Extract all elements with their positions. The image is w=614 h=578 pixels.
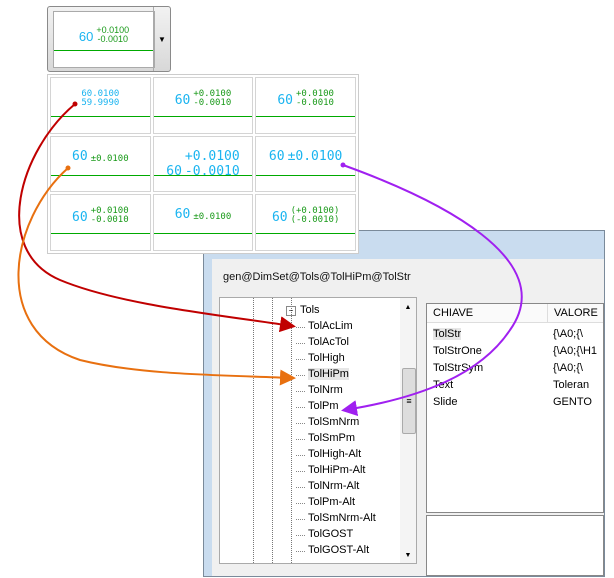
- tree-scrollbar[interactable]: ▲ ≡ ▼: [400, 298, 416, 563]
- base-value: 60: [277, 93, 294, 108]
- base-value: 60: [72, 148, 88, 164]
- base-value: 60: [271, 210, 288, 226]
- tree-node-tols[interactable]: −Tols: [286, 304, 320, 316]
- tolerance-style-option[interactable]: 60(+0.0100)(-0.0010): [255, 194, 356, 251]
- tree-item[interactable]: TolAcTol: [296, 336, 349, 348]
- scroll-thumb[interactable]: ≡: [402, 368, 416, 434]
- tree-item[interactable]: TolSmNrm: [295, 416, 360, 428]
- key-value-list[interactable]: CHIAVE VALORE TolStr {\A0;{\ TolStrOne {\A0;…: [426, 303, 604, 513]
- value-editor[interactable]: [426, 515, 604, 576]
- lower-tolerance: -0.0010: [90, 215, 129, 226]
- upper-tolerance: +0.0100: [184, 148, 240, 164]
- chevron-down-icon[interactable]: ▼: [153, 7, 170, 71]
- preview-lower: -0.0010: [97, 34, 128, 44]
- base-value: 60: [174, 207, 191, 223]
- tree-item[interactable]: TolSmPm: [295, 432, 356, 444]
- tree-item[interactable]: TolGOST: [295, 528, 354, 540]
- upper-tolerance: (+0.0100): [290, 206, 340, 217]
- pm-tolerance: ±0.0100: [287, 148, 343, 164]
- lower-limit: 59.9990: [81, 98, 120, 108]
- preview-upper: +0.0100: [96, 25, 130, 35]
- list-value[interactable]: {\A0;{\: [553, 362, 583, 374]
- tolerance-style-option[interactable]: 60±0.0100: [50, 135, 151, 193]
- tree-item[interactable]: TolHigh-Alt: [295, 448, 362, 460]
- tolerance-style-option[interactable]: 60+0.0100-0.0010: [50, 194, 151, 251]
- collapse-icon[interactable]: −: [286, 306, 296, 316]
- tolerance-style-option[interactable]: 60+0.0100-0.0010: [255, 77, 356, 134]
- tree-item[interactable]: TolHiPm: [296, 368, 349, 380]
- list-value[interactable]: Toleran: [553, 379, 590, 391]
- upper-tolerance: +0.0100: [296, 89, 334, 99]
- tolerance-style-option[interactable]: 60+0.0100-0.0010: [152, 77, 254, 134]
- base-value: 60: [166, 163, 182, 179]
- preview-base: 60: [78, 29, 94, 44]
- tree-item[interactable]: TolHiPm-Alt: [295, 464, 366, 476]
- scroll-up-icon[interactable]: ▲: [404, 304, 412, 311]
- lower-tolerance: -0.0010: [296, 98, 334, 108]
- tree-item[interactable]: TolNrm: [296, 384, 343, 396]
- pm-tolerance: ±0.0100: [193, 212, 232, 223]
- tolerance-style-option[interactable]: 60±0.0100: [255, 135, 356, 193]
- tolerance-style-option[interactable]: 60+0.0100-0.0010: [152, 135, 254, 193]
- tree-item[interactable]: TolPm: [296, 400, 339, 412]
- dimset-window: gen@DimSet@Tols@TolHiPm@TolStr −Tols ▲ ≡ ▼…: [203, 230, 605, 577]
- tree-item[interactable]: TolNrm-Alt: [295, 480, 360, 492]
- tree-item[interactable]: TolAcLim: [296, 320, 353, 332]
- tree-item[interactable]: TolGOST-Alt: [295, 544, 370, 556]
- list-value[interactable]: GENTO: [553, 396, 592, 408]
- column-header-key[interactable]: CHIAVE: [433, 307, 474, 319]
- upper-tolerance: +0.0100: [193, 89, 232, 99]
- upper-limit: 60.0100: [81, 89, 120, 99]
- list-key[interactable]: TolStrOne: [433, 345, 482, 357]
- lower-tolerance: -0.0010: [193, 98, 232, 108]
- pm-tolerance: ±0.0100: [90, 153, 129, 164]
- list-key[interactable]: TolStrSym: [433, 362, 484, 374]
- lower-tolerance: -0.0010: [184, 163, 240, 179]
- list-key[interactable]: Slide: [433, 396, 458, 408]
- list-key[interactable]: TolStr: [433, 328, 462, 340]
- key-path: gen@DimSet@Tols@TolHiPm@TolStr: [223, 271, 411, 283]
- base-value: 60: [268, 148, 285, 164]
- base-value: 60: [72, 210, 88, 226]
- base-value: 60: [174, 93, 191, 108]
- list-key[interactable]: Text: [433, 379, 454, 391]
- list-value[interactable]: {\A0;{\: [553, 328, 583, 340]
- list-value[interactable]: {\A0;{\H1: [553, 345, 598, 357]
- lower-tolerance: (-0.0010): [290, 215, 340, 226]
- scroll-down-icon[interactable]: ▼: [404, 552, 412, 559]
- dropdown-preview: 60 +0.0100-0.0010: [53, 11, 155, 68]
- column-header-value[interactable]: VALORE: [547, 304, 598, 322]
- tolerance-style-dropdown[interactable]: 60 +0.0100-0.0010 ▼: [47, 6, 171, 72]
- tolerance-style-option[interactable]: 60±0.0100: [152, 194, 254, 251]
- tree-item[interactable]: TolPm-Alt: [295, 496, 356, 508]
- tree-item[interactable]: TolHigh: [296, 352, 345, 364]
- tree-item[interactable]: TolSmNrm-Alt: [296, 512, 376, 524]
